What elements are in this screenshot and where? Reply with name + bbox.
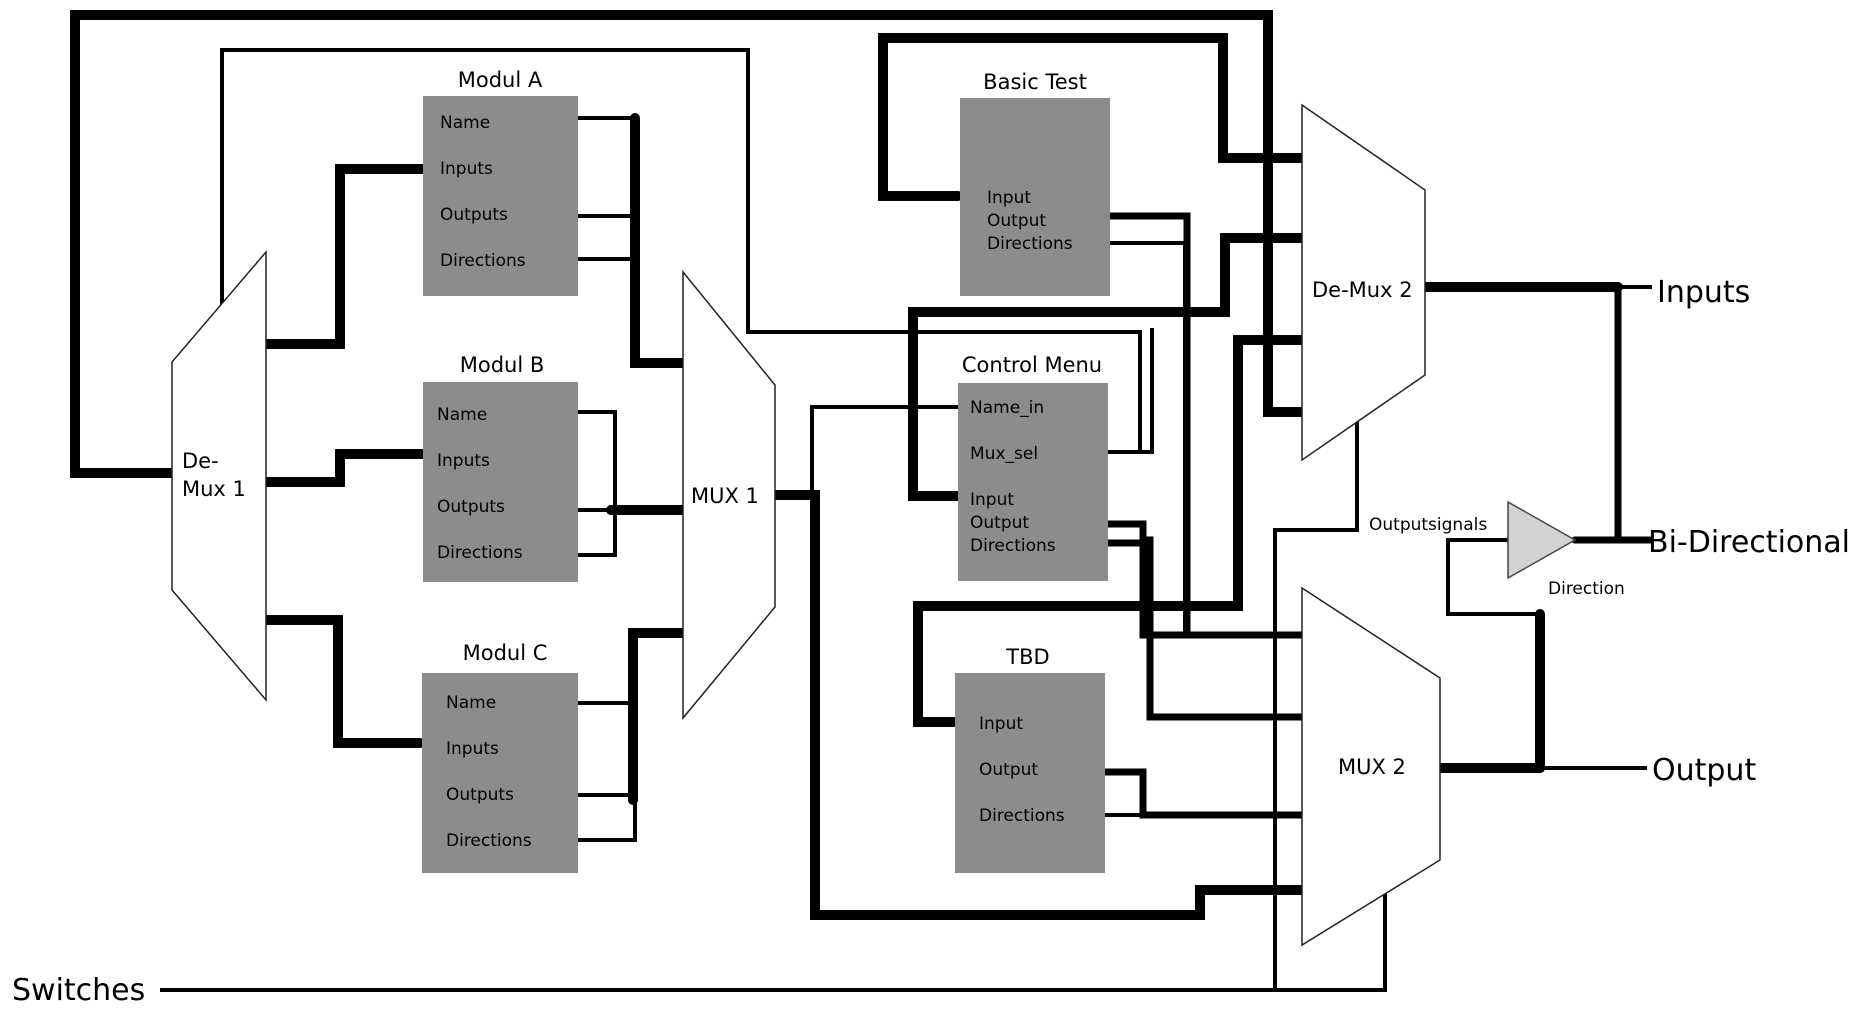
basic-test-port-directions: Directions [987, 234, 1073, 254]
modul-c-port-inputs: Inputs [446, 739, 499, 759]
modul-a-port-inputs: Inputs [440, 159, 493, 179]
tristate-buffer-icon [1507, 500, 1577, 580]
modul-a-port-outputs: Outputs [440, 205, 508, 225]
wire-control-menu-input-loop [908, 233, 1310, 501]
control-menu-port-input: Input [970, 490, 1014, 510]
demux1-label-line1: De- [182, 449, 219, 473]
modul-b-port-outputs: Outputs [437, 497, 505, 517]
modul-c-title: Modul C [463, 641, 548, 665]
modul-b-box [423, 382, 578, 582]
demux1-label-line2: Mux 1 [182, 477, 246, 501]
control-menu-port-output: Output [970, 513, 1029, 533]
control-menu-box [958, 383, 1108, 581]
wire-basic-test-loop [878, 33, 1310, 201]
wire-direction-loop [1446, 538, 1542, 616]
mux1-shape [682, 269, 776, 721]
wire-demux1-modul-a-inputs [261, 164, 428, 349]
inputs-label: Inputs [1657, 275, 1750, 310]
mux2-label: MUX 2 [1338, 755, 1406, 779]
wire-mux1-mux2 [770, 490, 1310, 920]
wire-modul-c-outputs-stub [576, 793, 637, 842]
mux-labels: De- Mux 1 MUX 1 De-Mux 2 MUX 2 [182, 278, 1413, 779]
basic-test-port-input: Input [987, 188, 1031, 208]
tbd-port-input: Input [979, 714, 1023, 734]
port-labels: Name Inputs Outputs Directions Name Inpu… [437, 113, 1073, 851]
mux-shapes [171, 103, 1577, 947]
control-menu-port-name-in: Name_in [970, 398, 1044, 418]
modul-b-port-inputs: Inputs [437, 451, 490, 471]
modul-c-port-name: Name [446, 693, 496, 713]
mux2-shape [1301, 586, 1441, 947]
modul-a-port-name: Name [440, 113, 490, 133]
bidirectional-label: Bi-Directional [1648, 525, 1850, 560]
basic-test-port-output: Output [987, 211, 1046, 231]
wire-outputsignals [1273, 418, 1359, 992]
io-labels: Inputs Bi-Directional Output Switches Ou… [12, 275, 1850, 1008]
wire-switches [160, 890, 1387, 992]
demux1-shape [171, 249, 267, 703]
wire-bidir-feedback [1571, 283, 1622, 544]
thin-wires [160, 48, 1652, 992]
modul-c-box [422, 673, 578, 873]
wire-mux-sel [1106, 328, 1154, 454]
switches-label: Switches [12, 973, 145, 1008]
wire-basic-test-directions-stub [1106, 241, 1187, 637]
control-menu-title: Control Menu [962, 353, 1102, 377]
control-menu-port-directions: Directions [970, 536, 1056, 556]
modul-a-title: Modul A [458, 68, 543, 92]
modul-a-port-directions: Directions [440, 251, 526, 271]
modul-a-box [423, 96, 578, 296]
modul-b-port-name: Name [437, 405, 487, 425]
tbd-port-output: Output [979, 760, 1038, 780]
wire-tbd-output-mux2 [1101, 768, 1309, 819]
tbd-box [955, 673, 1105, 873]
modul-c-port-directions: Directions [446, 831, 532, 851]
tbd-title: TBD [1005, 645, 1049, 669]
wire-demux1-modul-c-inputs [261, 615, 425, 748]
tbd-port-directions: Directions [979, 806, 1065, 826]
wire-modul-a-mux1 [630, 113, 688, 368]
module-titles: Modul A Modul B Modul C Basic Test Contr… [458, 68, 1102, 669]
direction-label: Direction [1548, 579, 1625, 599]
wire-modul-b-name-stub [576, 410, 617, 557]
basic-test-title: Basic Test [983, 70, 1087, 94]
modul-c-port-outputs: Outputs [446, 785, 514, 805]
modul-b-title: Modul B [460, 353, 545, 377]
mux1-label: MUX 1 [691, 484, 759, 508]
demux2-label: De-Mux 2 [1312, 278, 1413, 302]
module-boxes [422, 96, 1110, 873]
output-label: Output [1652, 753, 1756, 788]
wire-demux1-outer-loop [70, 10, 1310, 478]
basic-test-box [960, 98, 1110, 296]
wire-demux1-modul-b-inputs [261, 449, 428, 487]
modul-b-port-directions: Directions [437, 543, 523, 563]
wire-tbd-input-loop [913, 335, 1310, 727]
wire-modul-c-mux1 [628, 628, 688, 805]
demux2-shape [1301, 103, 1426, 462]
medium-wires [1101, 212, 1654, 819]
outputsignals-label: Outputsignals [1369, 515, 1487, 535]
control-menu-port-mux-sel: Mux_sel [970, 444, 1038, 464]
thick-wires [70, 10, 1623, 920]
